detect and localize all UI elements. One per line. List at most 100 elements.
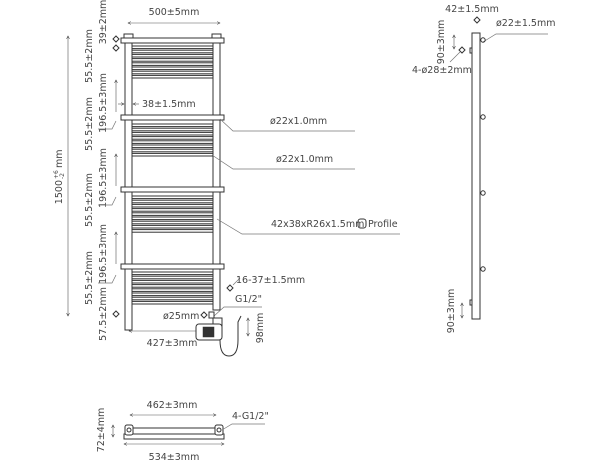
valve-range-label: 16-37±1.5mm xyxy=(236,275,305,286)
depth-label: 42±1.5mm xyxy=(445,4,499,15)
rung xyxy=(131,144,214,149)
crossbar-3 xyxy=(120,186,225,193)
rung xyxy=(131,148,214,153)
left-connection-port-icon xyxy=(126,427,132,433)
overall-height-tol-minus: -2 xyxy=(59,173,66,179)
bar-spec-1-label: ø22x1.0mm xyxy=(270,116,327,127)
rail-inset-label: 38±1.5mm xyxy=(142,99,196,110)
rung xyxy=(131,288,214,292)
section-spacing-label-1: 196.5±3mm xyxy=(98,73,109,133)
rung xyxy=(131,224,214,229)
side-rail xyxy=(471,32,481,320)
fixing-marker-icon xyxy=(458,46,466,54)
left-connection xyxy=(124,424,134,436)
bar-spec-2-leader xyxy=(211,154,355,170)
valve-leader xyxy=(232,277,241,286)
rung xyxy=(131,70,214,75)
rung xyxy=(131,66,214,71)
bottom-offset-marker-icon xyxy=(112,310,120,318)
right-connection-port-icon xyxy=(216,427,222,433)
profile-spec-label: 42x38xR26x1.5mm xyxy=(271,219,364,230)
rung xyxy=(131,292,214,297)
section-gap-label-4: 55.5±2mm xyxy=(84,251,95,305)
section-spacing-label-2: 196.5±3mm xyxy=(98,148,109,208)
bottom-depth-label: 72±4mm xyxy=(96,408,107,453)
section-gap-label-2: 55.5±2mm xyxy=(84,97,95,151)
thread-label: G1/2" xyxy=(235,294,262,305)
crossbar-1 xyxy=(120,37,225,44)
rung xyxy=(131,199,214,204)
profile-shape-icon xyxy=(357,218,367,229)
bar-end-icon xyxy=(480,114,486,120)
rung xyxy=(131,300,214,305)
depth-marker-icon xyxy=(473,16,481,24)
rung xyxy=(131,45,214,50)
gap-leader-4 xyxy=(98,274,117,284)
bottom-offset-label: 57.5±2mm xyxy=(98,287,109,341)
bar-end-icon xyxy=(480,37,486,43)
pipe-dia-leader xyxy=(482,33,548,43)
rung xyxy=(131,152,214,157)
gap-leader-2 xyxy=(98,120,117,130)
rung xyxy=(131,203,214,208)
bottom-bracket xyxy=(469,299,473,306)
top-offset-label: 39±2mm xyxy=(98,0,109,44)
side-view: 42±1.5mm ø22±1.5mm 90±3mm 4-ø28±2mm 90±3… xyxy=(412,4,555,333)
rung xyxy=(131,229,214,233)
heating-element xyxy=(195,315,242,357)
overall-height-unit: mm xyxy=(54,149,65,168)
fixings-leader xyxy=(449,51,461,63)
inlet-dia-label: ø25mm xyxy=(163,311,199,322)
rung xyxy=(131,208,214,212)
overall-height-label: 1500 +6 -2 mm xyxy=(53,149,66,204)
element-control-panel xyxy=(202,326,215,338)
top-bracket xyxy=(469,47,473,54)
top-offset-marker-icon xyxy=(112,35,120,52)
overall-height-tol-plus: +6 xyxy=(53,170,60,179)
rung xyxy=(131,74,214,79)
valve-marker-icon xyxy=(226,284,234,292)
fixings-label: 4-ø28±2mm xyxy=(412,65,472,76)
rung xyxy=(131,271,214,276)
section-spacing-label-3: 196.5±3mm xyxy=(98,224,109,284)
right-connection xyxy=(214,424,224,436)
inner-width-label: 462±3mm xyxy=(147,400,198,411)
rung xyxy=(131,123,214,128)
section-gap-label-3: 55.5±2mm xyxy=(84,173,95,227)
rung xyxy=(131,279,214,284)
bar-spec-2-label: ø22x1.0mm xyxy=(276,154,333,165)
rung xyxy=(131,127,214,132)
section-gap-label-1: 55.5±2mm xyxy=(84,29,95,83)
rung xyxy=(131,275,214,280)
bar-end-icon xyxy=(480,266,486,272)
top-bracket-label: 90±3mm xyxy=(436,20,447,65)
bottom-bar xyxy=(129,427,217,435)
rungs xyxy=(131,45,214,305)
pipe-dia-label: ø22±1.5mm xyxy=(496,18,555,29)
bottom-width-label: 427±3mm xyxy=(147,338,198,349)
rung xyxy=(131,195,214,200)
bar-end-icon xyxy=(480,190,486,196)
profile-leader xyxy=(216,218,400,235)
crossbar-4 xyxy=(120,263,225,270)
connections-label: 4-G1/2" xyxy=(232,411,269,422)
rung xyxy=(131,53,214,58)
rung xyxy=(131,131,214,136)
thread-leader xyxy=(213,306,262,317)
element-height-label: 98mm xyxy=(255,313,266,344)
rung xyxy=(131,136,214,140)
bottom-view: 462±3mm 4-G1/2" 72±4mm 534±3mm xyxy=(96,400,269,463)
rung xyxy=(131,212,214,216)
connections-leader xyxy=(221,423,265,431)
bar-spec-1-leader xyxy=(219,118,355,132)
outer-width-label: 534±3mm xyxy=(149,452,200,463)
overall-height-value: 1500 xyxy=(54,180,65,204)
element-cable xyxy=(219,315,242,357)
rung xyxy=(131,49,214,54)
bottom-frame xyxy=(123,433,225,440)
rung xyxy=(131,58,214,62)
rung xyxy=(131,140,214,144)
gap-leader-3 xyxy=(98,196,117,206)
profile-word-label: Profile xyxy=(368,219,398,230)
